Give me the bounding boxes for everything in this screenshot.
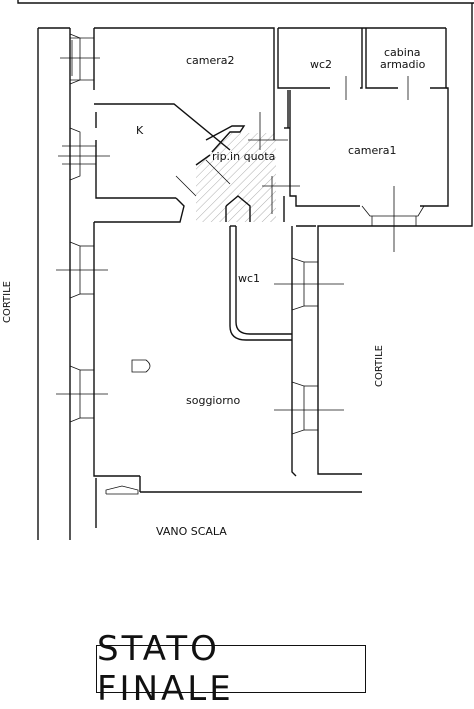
room-label-camera1: camera1: [348, 144, 397, 157]
room-label-kitchen: K: [136, 124, 144, 137]
label-cortile-left: CORTILE: [2, 281, 13, 323]
room-label-armadio: armadio: [380, 58, 426, 71]
entrance-arrow-icon: [105, 485, 139, 495]
label-vano-scala: VANO SCALA: [156, 525, 227, 538]
label-cortile-right: CORTILE: [374, 345, 385, 387]
plan-title: STATO FINALE: [97, 629, 234, 709]
room-label-camera2: camera2: [186, 54, 235, 67]
inner-walls: [93, 27, 449, 477]
door-marks: [175, 76, 409, 214]
title-box: STATO FINALE: [96, 629, 366, 709]
right-windows: [274, 186, 425, 435]
fixture-symbol-icon: [131, 359, 151, 373]
left-windows: [56, 33, 110, 423]
room-label-cabina: cabina: [384, 46, 421, 59]
hatched-corridor-area: [196, 133, 276, 222]
room-label-ripostiglio: rip.in quota: [212, 150, 275, 163]
room-label-soggiorno: soggiorno: [186, 394, 241, 407]
room-label-wc2: wc2: [310, 58, 332, 71]
outer-walls: [17, 0, 474, 540]
room-label-wc1: wc1: [238, 272, 260, 285]
